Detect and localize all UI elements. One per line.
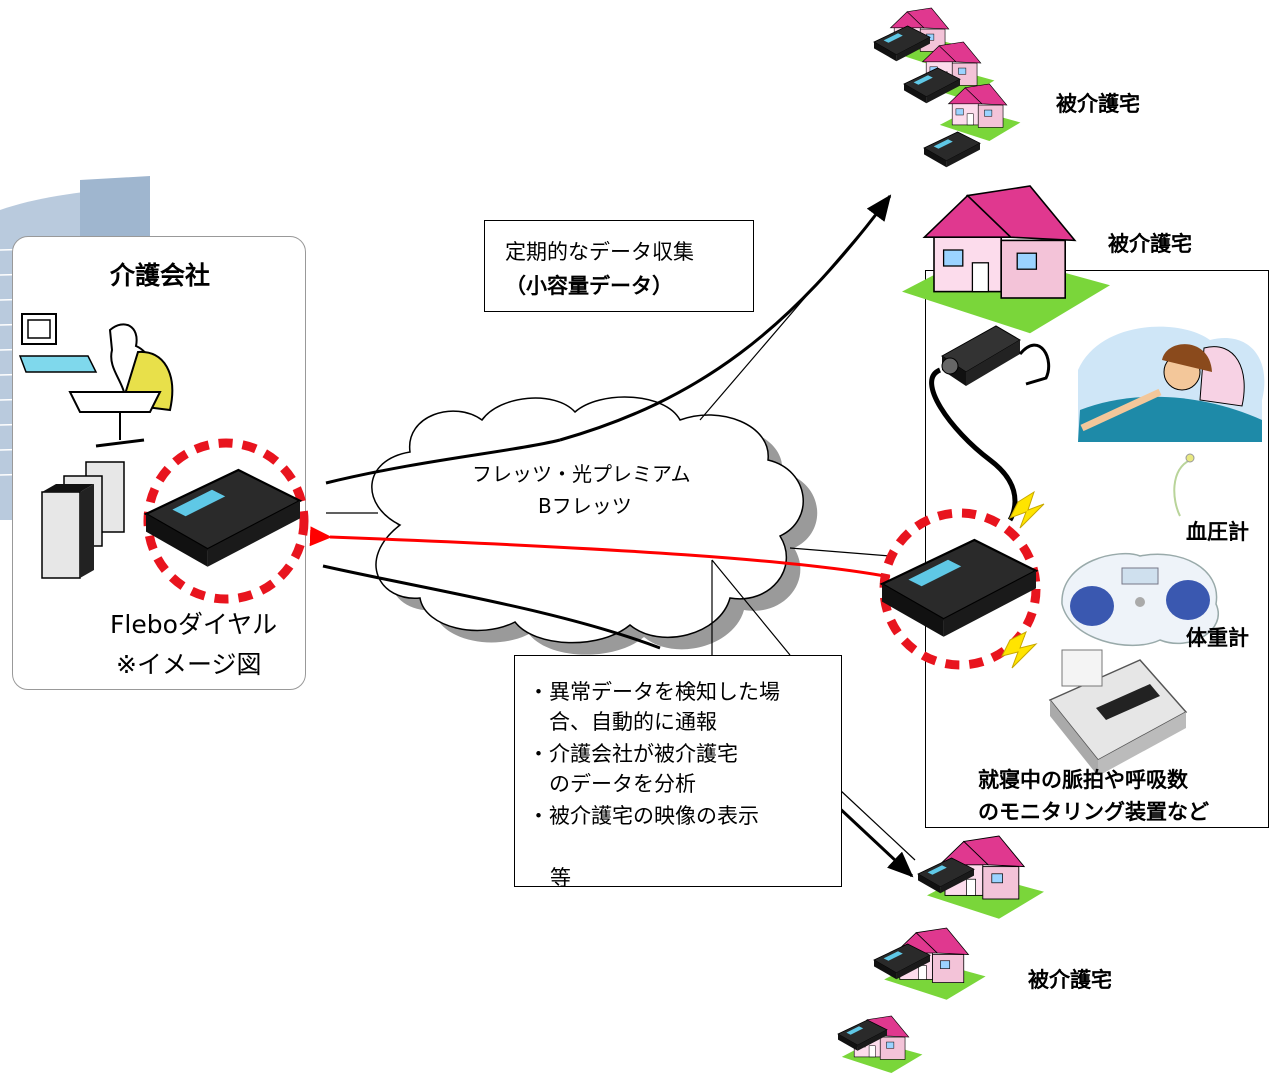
camera-icon <box>941 325 1051 386</box>
company-panel <box>12 236 306 690</box>
callout-bottom-item-4: のデータを分析 <box>528 772 696 796</box>
server-cluster-illustration <box>41 461 125 579</box>
callout-bottom-item-1: ・異常データを検知した場 <box>528 680 780 704</box>
callout-periodic-collection <box>484 220 754 312</box>
device-note-label: ※イメージ図 <box>116 650 262 679</box>
care-home-flebo-device <box>879 508 1041 670</box>
bottom-homes-cluster <box>837 835 1045 1074</box>
alert-arrow <box>309 526 891 579</box>
callout-bottom-tail: 等 <box>550 866 571 890</box>
network-line2: Bフレッツ <box>538 494 632 518</box>
callout-top-pointer <box>699 209 881 421</box>
lightning-icon-camera <box>1008 490 1045 529</box>
callout-bottom-item-2: 合、自動的に通報 <box>528 710 717 734</box>
sleeping-person-illustration <box>1078 326 1265 442</box>
bottom-home-label: 被介護宅 <box>1028 968 1112 992</box>
data-flow-lines <box>309 194 1018 878</box>
link-company-to-cloud-bottom <box>322 564 661 650</box>
callout-bottom-lead <box>839 789 916 861</box>
device-name-label: Fleboダイヤル <box>110 610 278 639</box>
care-home-panel <box>925 270 1269 828</box>
monitoring-label-line2: のモニタリング装置など <box>978 800 1209 824</box>
monitoring-label-line1: 就寝中の脈拍や呼吸数 <box>978 768 1188 792</box>
callout-top-line2: （小容量データ） <box>505 274 673 298</box>
blood-pressure-monitor-illustration <box>1173 453 1195 517</box>
link-cloud-to-care-home <box>789 547 891 557</box>
scale-label: 体重計 <box>1186 626 1249 650</box>
company-title: 介護会社 <box>110 261 211 290</box>
middle-home <box>901 185 1111 335</box>
network-line1: フレッツ・光プレミアム <box>472 462 691 486</box>
callout-bottom-item-3: ・介護会社が被介護宅 <box>528 742 738 766</box>
callout-alert-details <box>514 655 842 887</box>
monitoring-device-illustration <box>1048 649 1188 776</box>
lightning-icon-scale <box>1001 630 1038 669</box>
arrow-periodic-collection <box>559 194 892 442</box>
network-cloud <box>371 396 818 655</box>
company-flebo-device <box>143 438 309 604</box>
middle-home-label: 被介護宅 <box>1108 232 1192 256</box>
camera-cable <box>929 367 1018 522</box>
callout-bottom-item-5: ・被介護宅の映像の表示 <box>528 804 759 828</box>
scale-illustration <box>1061 552 1219 647</box>
top-home-label: 被介護宅 <box>1056 92 1140 116</box>
top-homes-cluster <box>873 7 1021 168</box>
blood-pressure-label: 血圧計 <box>1186 520 1249 544</box>
link-company-to-cloud-top <box>325 438 561 485</box>
callout-bottom-pointer <box>711 559 791 656</box>
operator-illustration <box>18 313 174 448</box>
callout-top-line1: 定期的なデータ収集 <box>505 240 694 264</box>
